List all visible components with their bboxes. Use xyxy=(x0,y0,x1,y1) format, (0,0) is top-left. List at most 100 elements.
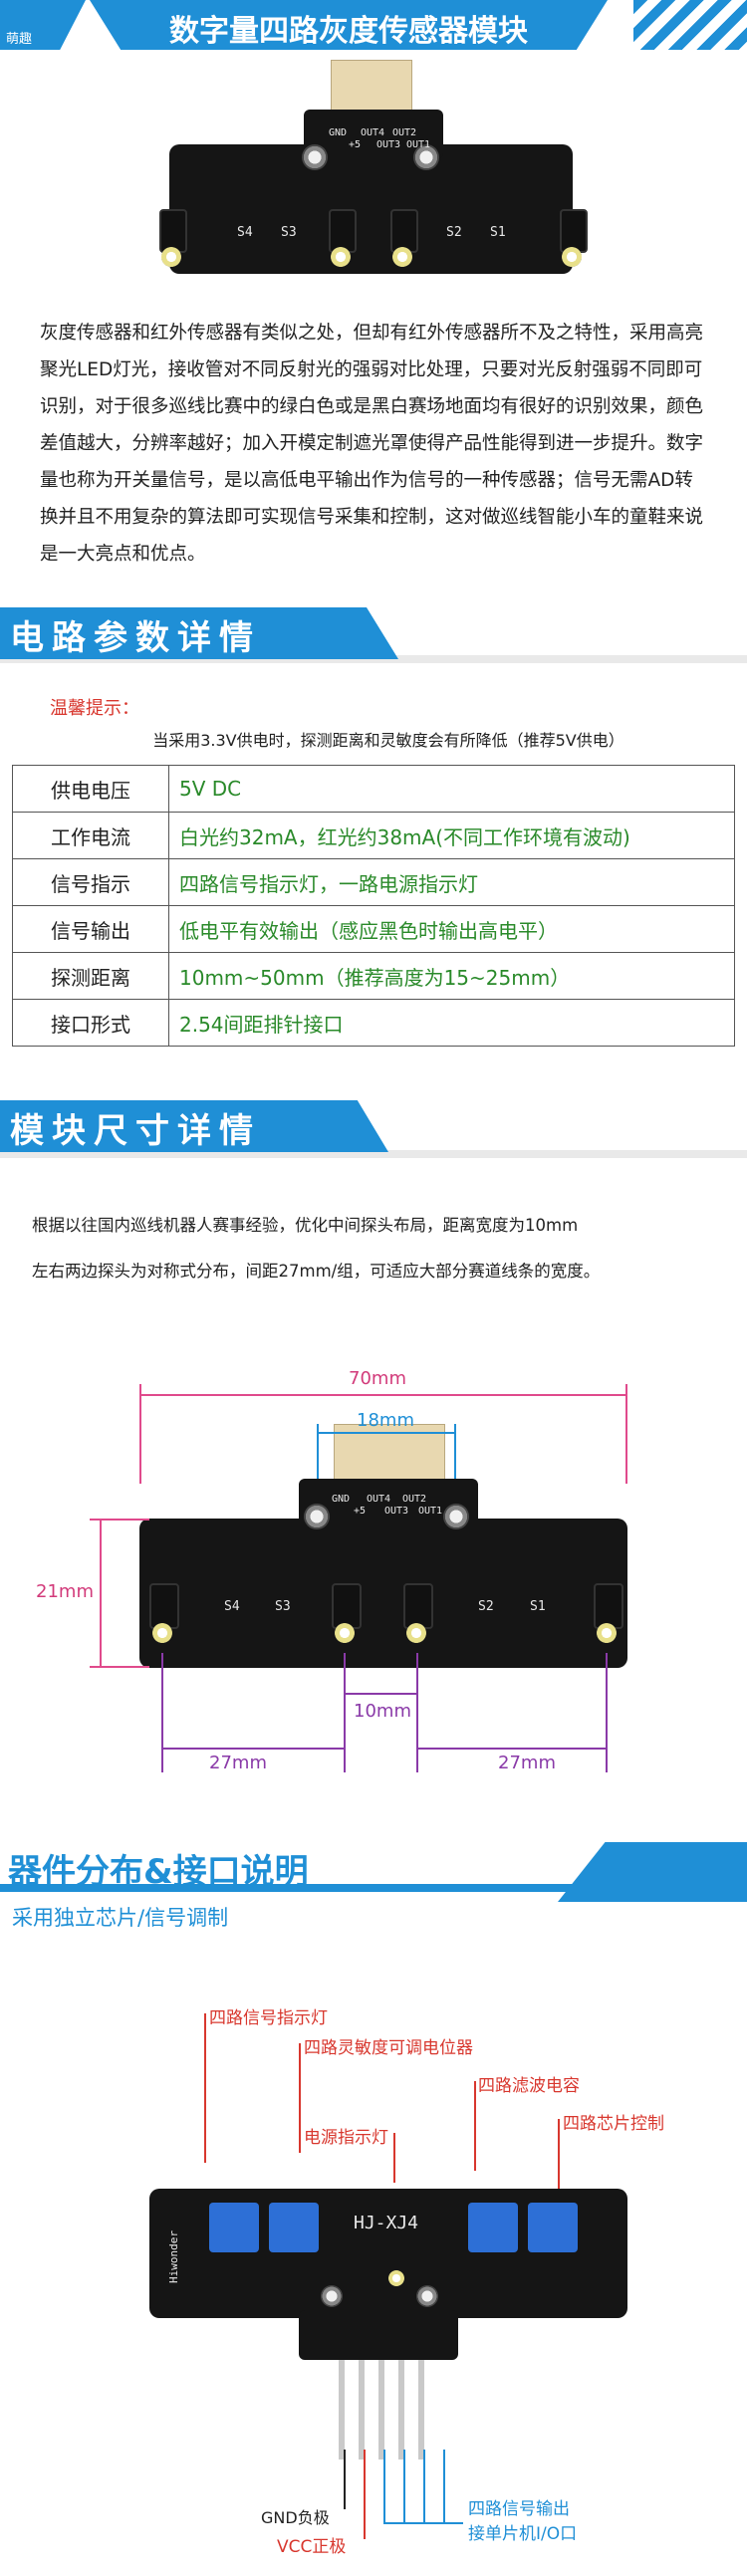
components-drawing: 四路信号指示灯 四路灵敏度可调电位器 四路滤波电容 电源指示灯 四路芯片控制 H… xyxy=(0,1952,747,2569)
ir-led-icon xyxy=(152,1623,172,1643)
board-model-text: HJ-XJ4 xyxy=(354,2213,419,2233)
pin-label: OUT1 xyxy=(406,139,431,150)
pin-label: GND xyxy=(332,1494,351,1505)
annotation-line xyxy=(393,2133,395,2183)
pcb-board xyxy=(169,144,573,274)
annotation-signal-out: 四路信号输出 xyxy=(468,2499,570,2519)
ir-led-icon xyxy=(406,1623,426,1643)
dimension-line-connector xyxy=(317,1432,456,1434)
ir-led-icon xyxy=(331,247,351,267)
potentiometer xyxy=(269,2203,319,2252)
annotation-line xyxy=(344,2450,346,2509)
dimension-line-width xyxy=(139,1394,627,1396)
pin-label: OUT1 xyxy=(418,1506,443,1517)
pin-label: OUT3 xyxy=(384,1506,409,1517)
section-title-dims: 模块尺寸详情 xyxy=(10,1111,261,1151)
annotation-line xyxy=(558,2119,560,2189)
table-row: 探测距离 10mm~50mm（推荐高度为15~25mm） xyxy=(12,952,735,1000)
sensor-probe xyxy=(403,1583,433,1629)
sensor-label: S2 xyxy=(446,225,462,240)
pin-label: OUT2 xyxy=(402,1494,427,1505)
dimension-tick xyxy=(317,1424,319,1514)
sensor-label: S4 xyxy=(237,225,253,240)
sensor-label: S4 xyxy=(224,1599,240,1614)
mount-hole-right xyxy=(443,1504,469,1529)
height-dimension-label: 21mm xyxy=(36,1581,94,1602)
dimension-line-center xyxy=(344,1693,418,1695)
section-header-ribbon xyxy=(0,607,398,659)
dims-intro: 根据以往国内巡线机器人赛事经验，优化中间探头布局，距离宽度为10mm 左右两边探… xyxy=(32,1203,729,1294)
pin-label: +5 xyxy=(354,1506,367,1517)
annotation-power-led: 电源指示灯 xyxy=(304,2128,388,2148)
dimension-tick xyxy=(139,1384,141,1484)
pcb-board xyxy=(139,1519,627,1668)
annotation-vcc: VCC正极 xyxy=(277,2537,347,2557)
sensor-probe xyxy=(149,1583,179,1629)
section-title-components: 器件分布&接口说明 xyxy=(8,1852,309,1892)
connector-housing xyxy=(334,1424,445,1486)
sensor-label: S3 xyxy=(275,1599,291,1614)
param-value: 四路信号指示灯，一路电源指示灯 xyxy=(168,858,735,906)
width-dimension-label: 70mm xyxy=(349,1368,406,1389)
mount-hole-right xyxy=(416,2285,438,2307)
annotation-filter-caps: 四路滤波电容 xyxy=(478,2076,580,2096)
param-key: 信号输出 xyxy=(12,905,169,953)
dimension-tick xyxy=(161,1653,163,1772)
section-underline xyxy=(0,1884,747,1892)
brand-text: Hiwonder xyxy=(166,2230,180,2283)
dimension-tick xyxy=(416,1653,418,1772)
dimension-line-right xyxy=(416,1748,608,1750)
pcb-tab xyxy=(299,2310,458,2360)
param-key: 工作电流 xyxy=(12,812,169,859)
pin-label: OUT2 xyxy=(392,127,417,138)
table-row: 接口形式 2.54间距排针接口 xyxy=(12,999,735,1047)
param-value: 5V DC xyxy=(168,765,735,813)
mount-hole-left xyxy=(304,1504,330,1529)
sensor-probe xyxy=(332,1583,362,1629)
table-row: 信号输出 低电平有效输出（感应黑色时输出高电平） xyxy=(12,905,735,953)
mount-hole-left xyxy=(321,2285,343,2307)
mount-hole-right xyxy=(413,144,439,170)
param-value: 2.54间距排针接口 xyxy=(168,999,735,1047)
left-gap-label: 27mm xyxy=(209,1753,267,1773)
param-key: 供电电压 xyxy=(12,765,169,813)
tip-title: 温馨提示： xyxy=(50,698,139,719)
dims-intro-line: 根据以往国内巡线机器人赛事经验，优化中间探头布局，距离宽度为10mm xyxy=(32,1216,579,1235)
potentiometer xyxy=(209,2203,259,2252)
dimension-line-height xyxy=(100,1519,102,1668)
annotation-line xyxy=(364,2450,366,2539)
intro-paragraph: 灰度传感器和红外传感器有类似之处，但却有红外传感器所不及之特性，采用高亮聚光LE… xyxy=(40,323,704,565)
ir-led-icon xyxy=(597,1623,617,1643)
pin-label: OUT4 xyxy=(361,127,385,138)
power-led-icon xyxy=(388,2270,404,2286)
center-gap-label: 10mm xyxy=(354,1701,411,1722)
annotation-signal-out: 接单片机I/O口 xyxy=(468,2524,578,2544)
dimension-drawing: 70mm 18mm GND +5 OUT4 OUT3 OUT2 OUT1 21m… xyxy=(0,1354,747,1792)
sensor-label: S1 xyxy=(490,225,506,240)
right-gap-label: 27mm xyxy=(498,1753,556,1773)
param-value: 低电平有效输出（感应黑色时输出高电平） xyxy=(168,905,735,953)
table-row: 信号指示 四路信号指示灯，一路电源指示灯 xyxy=(12,858,735,906)
decorative-stripes xyxy=(633,0,747,50)
section-underline xyxy=(0,1150,747,1158)
decorative-stripe xyxy=(558,1842,747,1902)
annotation-pots: 四路灵敏度可调电位器 xyxy=(304,2038,473,2058)
sensor-probe xyxy=(329,209,357,253)
dimension-tick xyxy=(606,1653,608,1772)
param-value: 10mm~50mm（推荐高度为15~25mm） xyxy=(168,952,735,1000)
annotation-line xyxy=(299,2043,301,2153)
potentiometer xyxy=(528,2203,578,2252)
potentiometer xyxy=(468,2203,518,2252)
annotation-line xyxy=(403,2450,405,2524)
param-key: 接口形式 xyxy=(12,999,169,1047)
mount-hole-left xyxy=(302,144,328,170)
annotation-line xyxy=(443,2450,445,2524)
page-title: 数字量四路灰度传感器模块 xyxy=(169,14,528,49)
sensor-probe xyxy=(594,1583,623,1629)
top-left-tag-text: 萌趣 xyxy=(6,32,33,47)
sensor-label: S2 xyxy=(478,1599,494,1614)
annotation-line xyxy=(474,2081,476,2171)
param-value: 白光约32mA，红光约38mA(不同工作环境有波动) xyxy=(168,812,735,859)
annotation-line xyxy=(423,2450,425,2524)
pin-label: OUT4 xyxy=(367,1494,391,1505)
